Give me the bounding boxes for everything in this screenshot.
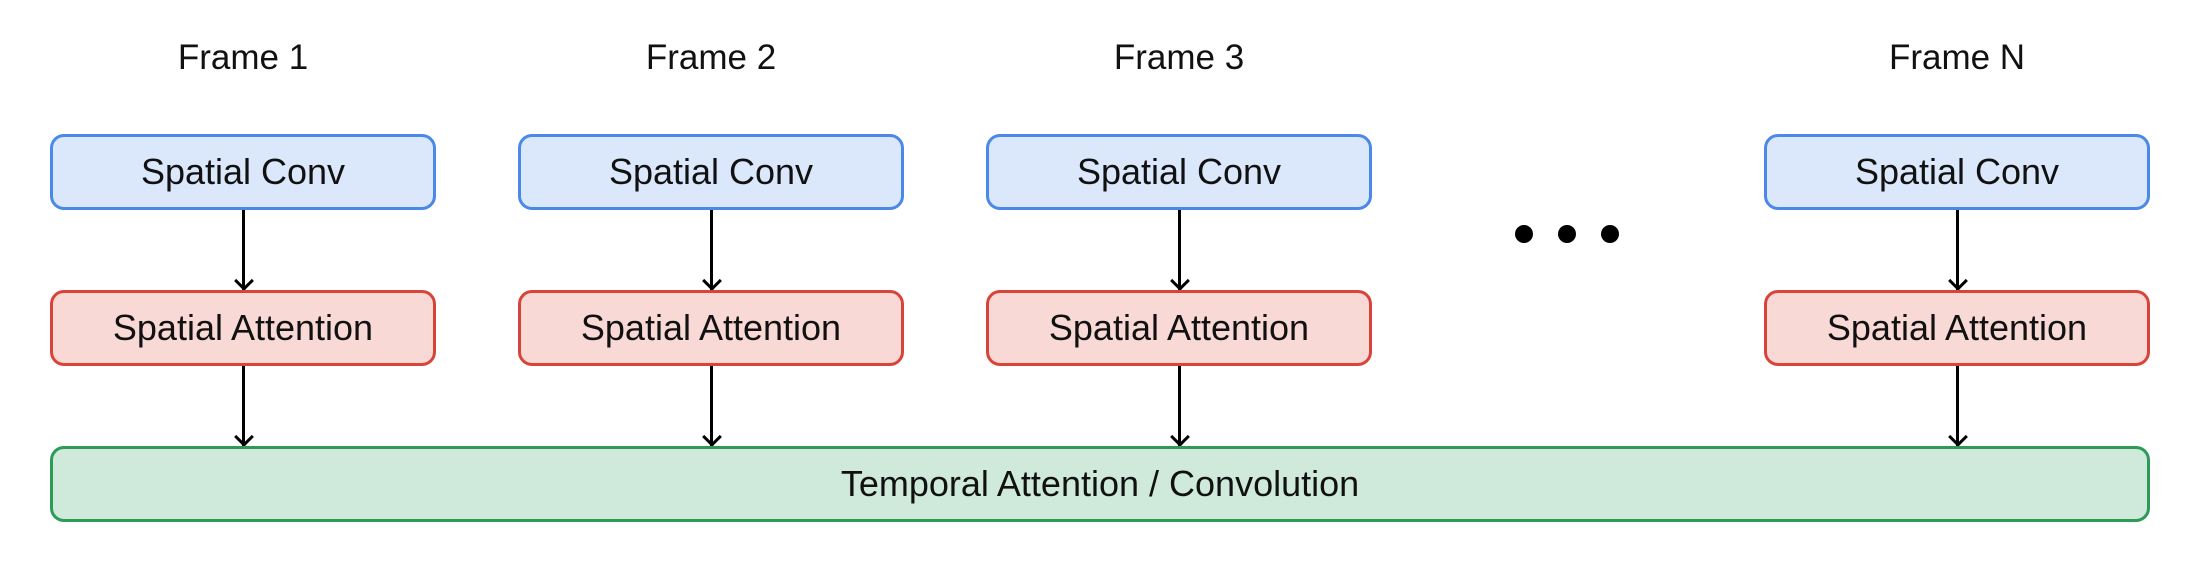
frame-3-attention-to-temporal-arrow bbox=[1178, 366, 1181, 446]
frame-n-attention-to-temporal-arrow bbox=[1956, 366, 1959, 446]
ellipsis-dot bbox=[1558, 225, 1576, 243]
frame-3-title: Frame 3 bbox=[1113, 38, 1245, 77]
frame-1-title: Frame 1 bbox=[177, 38, 309, 77]
frame-1-spatial-attention-box: Spatial Attention bbox=[50, 290, 436, 366]
frame-2-attention-to-temporal-arrow bbox=[710, 366, 713, 446]
ellipsis-dot bbox=[1515, 225, 1533, 243]
frame-1-attention-to-temporal-arrow bbox=[242, 366, 245, 446]
frame-n-title: Frame N bbox=[1888, 38, 2026, 77]
frame-3-spatial-attention-box: Spatial Attention bbox=[986, 290, 1372, 366]
frame-3-conv-to-attention-arrow bbox=[1178, 210, 1181, 290]
frame-1-spatial-conv-box: Spatial Conv bbox=[50, 134, 436, 210]
frame-3-spatial-conv-box: Spatial Conv bbox=[986, 134, 1372, 210]
frame-2-spatial-attention-box: Spatial Attention bbox=[518, 290, 904, 366]
ellipsis-dots bbox=[1515, 219, 1619, 249]
frame-2-spatial-conv-box: Spatial Conv bbox=[518, 134, 904, 210]
frame-2-conv-to-attention-arrow bbox=[710, 210, 713, 290]
temporal-attention-convolution-box: Temporal Attention / Convolution bbox=[50, 446, 2150, 522]
frame-n-spatial-attention-box: Spatial Attention bbox=[1764, 290, 2150, 366]
ellipsis-dot bbox=[1601, 225, 1619, 243]
frame-2-title: Frame 2 bbox=[645, 38, 777, 77]
frame-n-spatial-conv-box: Spatial Conv bbox=[1764, 134, 2150, 210]
frame-1-conv-to-attention-arrow bbox=[242, 210, 245, 290]
frame-n-conv-to-attention-arrow bbox=[1956, 210, 1959, 290]
